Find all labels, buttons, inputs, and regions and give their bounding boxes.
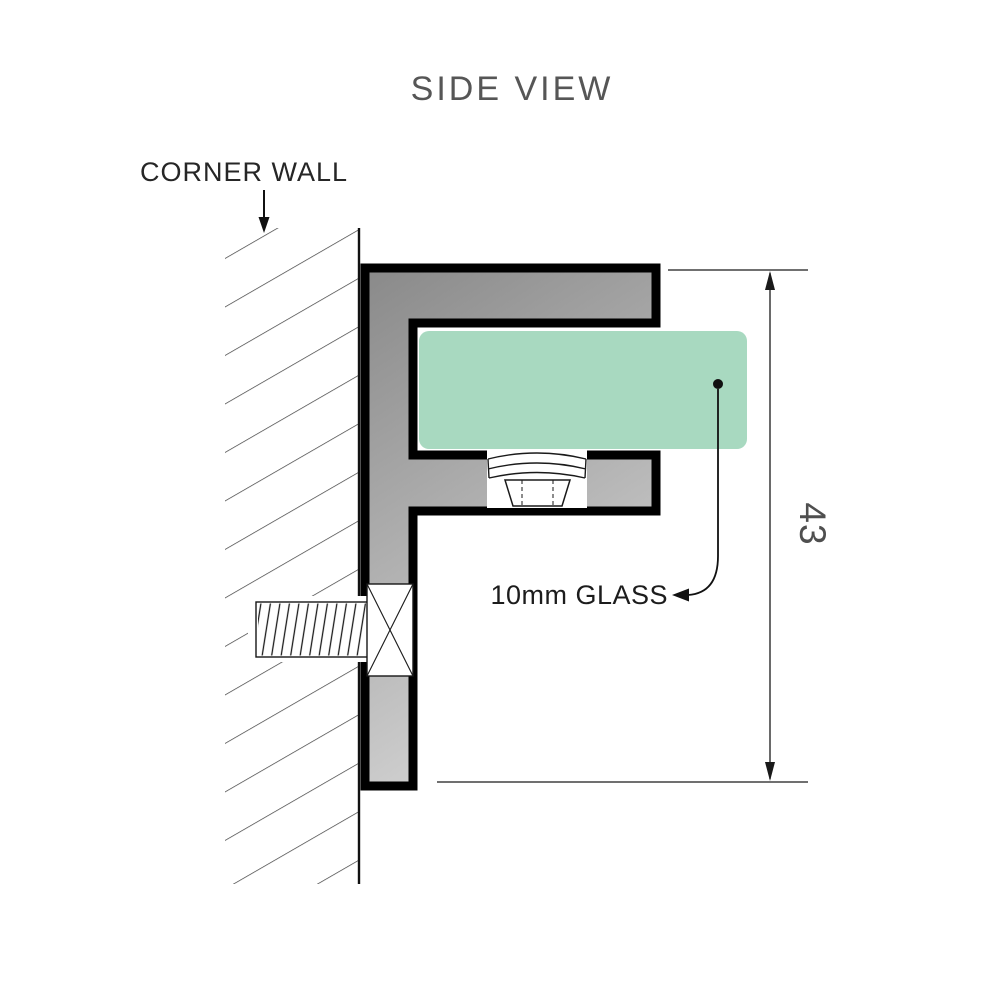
grub-screw-threads xyxy=(487,452,587,479)
glass-leader-arrowhead xyxy=(672,588,689,602)
glass-leader-dot xyxy=(713,379,723,389)
wall-screw xyxy=(248,583,414,677)
diagram-title: SIDE VIEW xyxy=(411,70,614,108)
corner-wall-label: CORNER WALL xyxy=(140,157,348,187)
glass-leader-line xyxy=(687,389,719,596)
glass-panel xyxy=(419,331,747,449)
dimension-arrowhead-top xyxy=(765,271,775,290)
grub-screw xyxy=(487,449,587,508)
glass-label: 10mm GLASS xyxy=(490,580,668,610)
screw-threads xyxy=(258,603,366,656)
screw-head-cross-2 xyxy=(366,583,414,677)
dimension-label: 43 xyxy=(792,502,833,545)
grub-screw-body xyxy=(503,479,572,507)
corner-wall-arrowhead xyxy=(258,217,270,233)
bracket-profile xyxy=(360,263,661,791)
wall-hatching xyxy=(225,228,359,884)
dimension-arrowhead-bottom xyxy=(765,762,775,781)
